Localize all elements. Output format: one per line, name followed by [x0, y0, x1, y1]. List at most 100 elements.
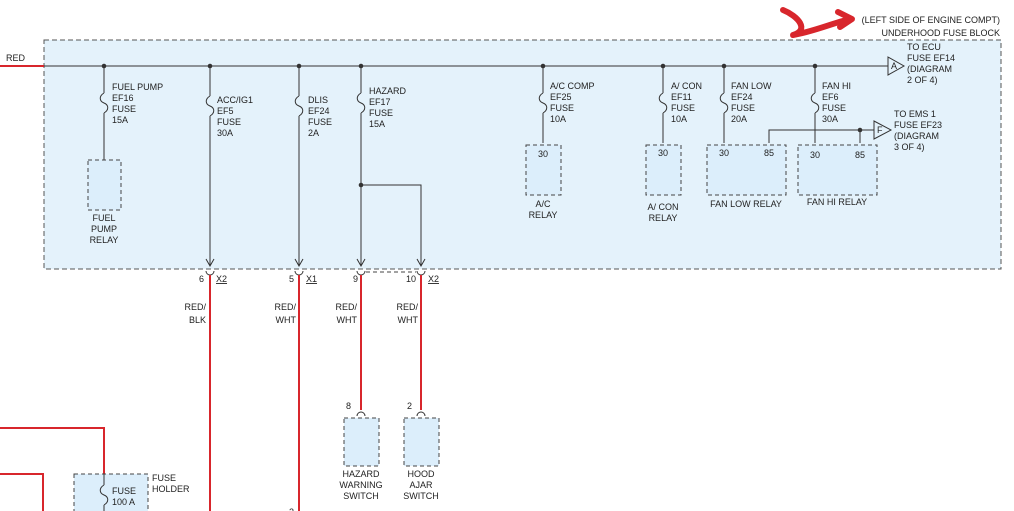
ac-relay-label-1: A/C [535, 199, 551, 209]
fan-hi-relay-pin-30: 30 [810, 150, 820, 160]
hazard-switch-pin: 8 [346, 401, 351, 411]
wire-label-3-bottom: WHT [337, 315, 358, 325]
fan-low-relay-pin-85: 85 [764, 148, 774, 158]
fuel-pump-relay-label-3: RELAY [90, 235, 119, 245]
fuse-acc-ig1-word: FUSE [217, 117, 241, 127]
a-con-fuse-symbol [658, 92, 668, 114]
ref-f-line-1: TO EMS 1 [894, 109, 936, 119]
fuse-100a-symbol [99, 484, 109, 506]
fuse-acc-ig1-rating: 30A [217, 128, 233, 138]
fuse-fan-hi-word: FUSE [822, 103, 846, 113]
red-annotation-marker [780, 7, 853, 38]
relay-85-junction [857, 127, 863, 133]
ref-f-line-3: (DIAGRAM [894, 131, 939, 141]
wire-label-2-top: RED/ [274, 302, 296, 312]
fuse-fan-hi-rating: 30A [822, 114, 838, 124]
bottom-pin-label: 2 [289, 507, 294, 511]
fuse-fuel-pump-rating: 15A [112, 115, 128, 125]
hazard-switch-pin-cup [356, 411, 366, 417]
a-con-relay-pin: 30 [658, 148, 668, 158]
ref-a-line-1: TO ECU [907, 42, 941, 52]
ac-relay-pin: 30 [538, 149, 548, 159]
ref-a-line-3: (DIAGRAM [907, 64, 952, 74]
ref-f-letter: F [877, 125, 883, 135]
red-annotation-arrowhead [835, 9, 855, 30]
fan-low-relay-label: FAN LOW RELAY [710, 199, 782, 209]
input-wire-label: RED [6, 53, 26, 63]
fuse-acc-ig1-name: ACC/IG1 [217, 95, 253, 105]
fuse-dlis-word: FUSE [308, 117, 332, 127]
fuse-ac-comp-rating: 10A [550, 114, 566, 124]
fuse-holder-label-2: HOLDER [152, 484, 190, 494]
fuse-a-con-word: FUSE [671, 103, 695, 113]
hood-switch-pin-cup [416, 411, 426, 417]
fuse-dlis-rating: 2A [308, 128, 319, 138]
connector-x1: X1 [306, 274, 317, 284]
fuse-a-con-name: A/ CON [671, 81, 702, 91]
a-con-relay-label-2: RELAY [649, 213, 678, 223]
hazard-branch [361, 184, 422, 265]
hood-arrow [416, 258, 426, 268]
fuse-holder-label-1: FUSE [152, 473, 176, 483]
fuse-fan-low-name: FAN LOW [731, 81, 772, 91]
fuse-fuel-pump-word: FUSE [112, 104, 136, 114]
hood-switch-label-1: HOOD [408, 469, 436, 479]
dlis-arrow [294, 258, 304, 268]
connector-cup-9 [356, 270, 366, 276]
fan-hi-relay-label: FAN HI RELAY [807, 197, 867, 207]
fuse-a-con-rating: 10A [671, 114, 687, 124]
ref-a-letter: A [891, 61, 897, 71]
ref-a-triangle [887, 56, 906, 76]
wire-label-1-top: RED/ [184, 302, 206, 312]
acc-ig1-fuse-symbol [205, 95, 215, 117]
dlis-fuse-symbol [294, 95, 304, 117]
fan-hi-relay [797, 144, 878, 196]
wire-label-3-top: RED/ [335, 302, 357, 312]
connector-x2-a: X2 [216, 274, 227, 284]
ref-f-triangle [873, 120, 893, 140]
fuel-pump-relay-label-2: PUMP [91, 224, 117, 234]
relay-85-line [768, 129, 874, 143]
ref-a-line-2: FUSE EF14 [907, 53, 955, 63]
fan-hi-relay-pin-85: 85 [855, 150, 865, 160]
ref-f-line-4: 3 OF 4) [894, 142, 925, 152]
fuse-hazard-name: HAZARD [369, 86, 407, 96]
fuse-fan-hi-name: FAN HI [822, 81, 851, 91]
wire-label-4-top: RED/ [396, 302, 418, 312]
hazard-warning-switch [343, 417, 380, 467]
fuel-pump-fuse-symbol [99, 92, 109, 114]
fuse-fan-low-rating: 20A [731, 114, 747, 124]
hood-switch-label-2: AJAR [409, 480, 433, 490]
connector-pin-5: 5 [289, 274, 294, 284]
fuse-100a-word: FUSE [112, 486, 136, 496]
wire-label-1-bottom: BLK [189, 315, 206, 325]
hood-ajar-switch [403, 417, 440, 467]
fan-hi-fuse-symbol [810, 92, 820, 114]
hood-switch-pin: 2 [407, 401, 412, 411]
location-label: (LEFT SIDE OF ENGINE COMPT) [862, 15, 1000, 25]
fuse-fan-hi-id: EF6 [822, 92, 839, 102]
connector-cup-10 [416, 270, 426, 276]
hazard-switch-label-3: SWITCH [343, 491, 379, 501]
connector-pin-6: 6 [199, 274, 204, 284]
connector-cup-6 [205, 270, 215, 276]
fan-low-fuse-symbol [719, 92, 729, 114]
ref-a-line-4: 2 OF 4) [907, 75, 938, 85]
fuse-100a-rating: 100 A [112, 497, 135, 507]
fuse-fan-low-id: EF24 [731, 92, 753, 102]
a-con-relay-label-1: A/ CON [647, 202, 678, 212]
fuse-dlis-id: EF24 [308, 106, 330, 116]
fuse-hazard-word: FUSE [369, 108, 393, 118]
hazard-fuse-symbol [356, 92, 366, 114]
fuse-fuel-pump-name: FUEL PUMP [112, 82, 163, 92]
fuse-fan-low-word: FUSE [731, 103, 755, 113]
fuel-pump-relay [87, 159, 122, 211]
fuse-acc-ig1-id: EF5 [217, 106, 234, 116]
fuse-block-title: UNDERHOOD FUSE BLOCK [881, 28, 1000, 38]
fuse-holder-box [73, 473, 149, 511]
ac-comp-fuse-symbol [538, 92, 548, 114]
connector-x2-b: X2 [428, 274, 439, 284]
wire-label-2-bottom: WHT [276, 315, 297, 325]
fuse-fuel-pump-id: EF16 [112, 93, 134, 103]
ac-relay [525, 144, 562, 196]
